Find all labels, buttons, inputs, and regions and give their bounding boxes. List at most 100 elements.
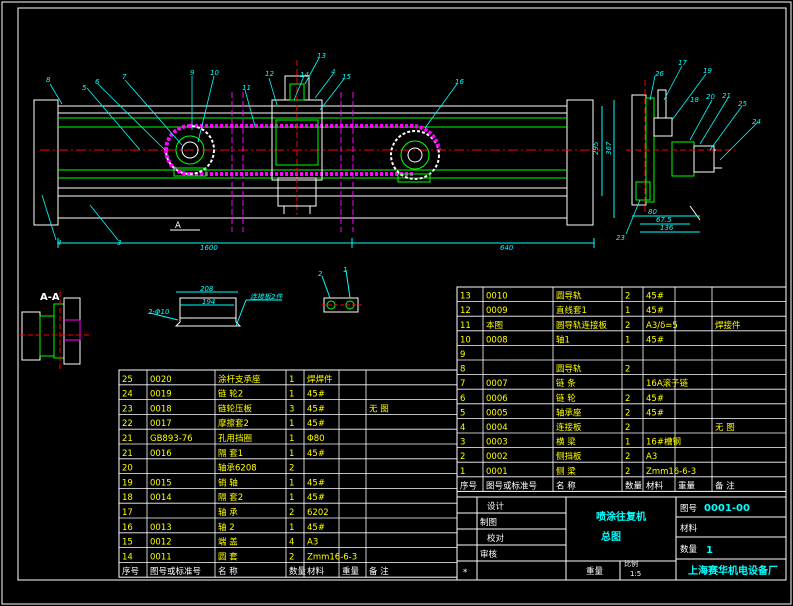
dim-1600: 1600	[200, 244, 218, 252]
tb-qty: 1	[706, 545, 713, 556]
balloon-21: 21	[722, 92, 731, 100]
section-a-a-label: A-A	[40, 292, 60, 303]
bom-cell-qty: 1	[289, 390, 294, 400]
bom-cell-code: 0005	[486, 408, 508, 418]
left-side-beam	[33, 99, 59, 226]
tb-check: 校对	[487, 533, 505, 544]
front-view: A	[33, 60, 615, 248]
bom-cell-no: 15	[122, 538, 133, 548]
bom-cell-qty: 1	[289, 523, 294, 533]
bom-cell-code: 0011	[150, 552, 172, 562]
bom-cell-name: 摩擦套2	[218, 418, 249, 429]
bom-cell-qty: 2	[625, 321, 630, 331]
section-mark: A	[175, 221, 181, 231]
bom-header-material: 材料	[307, 566, 325, 577]
small-part-detail	[321, 269, 362, 313]
balloon-15: 15	[342, 73, 351, 81]
bom-cell-qty: 2	[625, 467, 630, 477]
bom-cell-qty: 2	[289, 552, 294, 562]
bom-cell-qty: 3	[289, 404, 294, 414]
bom-header-qty: 数量	[625, 480, 643, 491]
dim-295: 295	[592, 141, 600, 155]
bom-cell-no: 22	[122, 419, 133, 429]
bom-cell-code: 0007	[486, 379, 508, 389]
balloon-18: 18	[690, 96, 699, 104]
balloon-10: 10	[210, 69, 219, 77]
tb-approve: 审核	[480, 549, 498, 560]
bom-cell-no: 9	[460, 350, 465, 360]
bom-cell-no: 8	[460, 365, 465, 375]
bom-cell-name: 轴1	[556, 334, 570, 345]
balloon-4b: 4	[331, 68, 335, 76]
balloon-24: 24	[752, 118, 761, 126]
tb-company: 上海赛华机电设备厂	[688, 564, 778, 577]
bom-cell-material: Zmm16-6-3	[307, 552, 357, 562]
bom-cell-material: 45#	[646, 408, 664, 418]
tb-star: *	[463, 568, 467, 578]
bom-header-code: 图号或标准号	[486, 480, 537, 491]
bom-cell-name: 隔 套2	[218, 492, 243, 503]
bom-cell-no: 25	[122, 375, 133, 385]
bom-header-material: 材料	[646, 480, 664, 491]
tb-drawing: 总图	[601, 530, 621, 543]
bom-cell-code: GB893-76	[150, 434, 193, 444]
bom-cell-code: 0014	[150, 493, 172, 503]
tb-qty-label: 数量	[680, 544, 698, 555]
bom-cell-no: 18	[122, 493, 133, 503]
right-side-beam	[566, 99, 594, 226]
bom-cell-qty: 1	[625, 306, 630, 316]
bom-cell-material: 16#槽钢	[646, 437, 681, 448]
dim-208: 208	[200, 285, 214, 293]
bom-cell-material: 45#	[646, 394, 664, 404]
bom-cell-name: 隔 套1	[218, 448, 243, 459]
bom-cell-name: 涂杆支承座	[218, 374, 261, 385]
bom-cell-name: 端 盖	[218, 537, 238, 548]
bom-cell-no: 21	[122, 434, 133, 444]
tb-draw: 制图	[480, 517, 497, 528]
bom-cell-code: 0020	[150, 375, 172, 385]
bom-cell-code: 0012	[150, 538, 172, 548]
bom-cell-code: 0018	[150, 404, 172, 414]
side-view	[626, 80, 735, 233]
bom-cell-qty: 1	[289, 478, 294, 488]
bom-cell-qty: 2	[625, 292, 630, 302]
bom-cell-qty: 2	[289, 508, 294, 518]
bom-cell-no: 5	[460, 408, 465, 418]
bom-cell-name: 圆导轨	[556, 291, 582, 302]
section-a-a	[20, 292, 90, 372]
bom-cell-no: 19	[122, 478, 133, 488]
bom-cell-qty: 2	[625, 452, 630, 462]
balloon-6: 6	[95, 78, 100, 86]
bom-cell-qty: 1	[289, 493, 294, 503]
bom-cell-name: 侧挡板	[556, 451, 582, 462]
dim-67-5: 67.5	[656, 216, 672, 224]
bom-cell-no: 1	[460, 467, 465, 477]
tb-drawing-no-label: 图号	[680, 504, 697, 514]
bom-header-name: 名 称	[218, 566, 238, 577]
tb-product: 喷涂往复机	[596, 510, 646, 523]
dim-194: 194	[202, 298, 215, 306]
bom-cell-note: 无 图	[715, 423, 735, 433]
bom-cell-no: 24	[122, 390, 133, 400]
plate-note: 连接板2件	[250, 293, 283, 301]
balloon-1: 1	[343, 266, 347, 274]
bom-cell-material: 45#	[646, 335, 664, 345]
bom-cell-name: 链 条	[556, 378, 576, 389]
bom-cell-qty: 1	[289, 434, 294, 444]
balloon-3: 3	[117, 239, 121, 247]
bom-cell-material: 45#	[307, 404, 325, 414]
bom-cell-name: 链 轮2	[218, 389, 243, 400]
bom-cell-no: 10	[460, 335, 471, 345]
balloon-25: 25	[738, 100, 747, 108]
bom-cell-material: A3/δ=5	[646, 321, 678, 331]
balloon-9: 9	[190, 69, 195, 77]
title-block	[456, 496, 787, 581]
bom-cell-name: 链 轮	[556, 393, 576, 404]
balloon-2: 2	[318, 270, 323, 278]
dim-640: 640	[500, 244, 514, 252]
bom-cell-material: 45#	[307, 478, 325, 488]
balloon-16: 16	[455, 78, 464, 86]
